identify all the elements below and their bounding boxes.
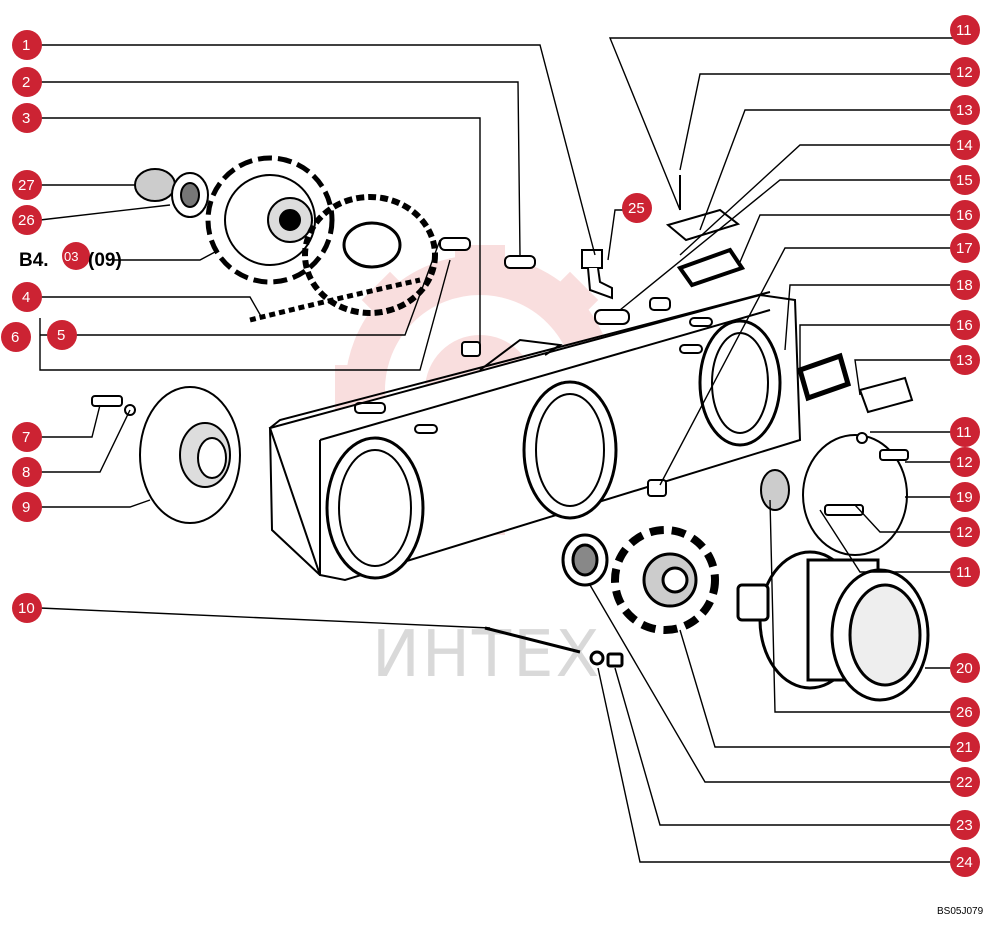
callout-20: 20	[950, 653, 980, 683]
callout-11: 11	[950, 15, 980, 45]
callouts-inner: 25	[622, 193, 652, 223]
svg-text:5: 5	[57, 327, 65, 344]
callout-2: 2	[12, 67, 42, 97]
heading-badge: 03	[64, 249, 78, 264]
callout-25: 25	[622, 193, 652, 223]
callout-1: 1	[12, 30, 42, 60]
callout-12: 12	[950, 57, 980, 87]
svg-text:11: 11	[956, 22, 972, 39]
output-sprocket	[611, 526, 719, 634]
heading-suffix: (09)	[88, 250, 122, 271]
drive-sprocket	[205, 155, 335, 285]
svg-text:12: 12	[956, 454, 973, 471]
svg-text:12: 12	[956, 524, 973, 541]
svg-text:11: 11	[956, 564, 972, 581]
svg-text:16: 16	[956, 207, 973, 224]
callout-3: 3	[12, 103, 42, 133]
svg-text:20: 20	[956, 660, 973, 677]
svg-text:26: 26	[18, 212, 35, 229]
svg-text:19: 19	[956, 489, 973, 506]
svg-text:24: 24	[956, 854, 973, 871]
svg-text:27: 27	[18, 177, 35, 194]
svg-text:2: 2	[22, 74, 30, 91]
svg-text:26: 26	[956, 704, 973, 721]
svg-text:1: 1	[22, 37, 30, 54]
callout-23: 23	[950, 810, 980, 840]
callout-14: 14	[950, 130, 980, 160]
callout-11b: 11	[950, 417, 980, 447]
callout-18: 18	[950, 270, 980, 300]
sprocket-bearing	[134, 168, 209, 218]
tie-rod	[484, 626, 624, 668]
hydraulic-motor	[736, 550, 930, 702]
seal-ring	[760, 432, 909, 556]
callout-8: 8	[12, 457, 42, 487]
svg-text:4: 4	[22, 289, 30, 306]
callout-10: 10	[12, 593, 42, 623]
svg-text:16: 16	[956, 317, 973, 334]
svg-text:21: 21	[956, 739, 973, 756]
callout-4: 4	[12, 282, 42, 312]
callouts-right: 11 12 13 14 15 16 17 18 16 13 11 12 19 1…	[950, 15, 980, 877]
svg-text:13: 13	[956, 102, 973, 119]
callouts-left: 1 2 3 27 26 4 6 5 7 8 9 10	[1, 30, 77, 623]
callout-15: 15	[950, 165, 980, 195]
svg-text:22: 22	[956, 774, 973, 791]
cover-plates	[665, 175, 914, 414]
callout-13: 13	[950, 95, 980, 125]
callout-26b: 26	[950, 697, 980, 727]
callout-26: 26	[12, 205, 42, 235]
svg-text:12: 12	[956, 64, 973, 81]
callout-9: 9	[12, 492, 42, 522]
callout-17: 17	[950, 233, 980, 263]
callout-11c: 11	[950, 557, 980, 587]
main-housing	[268, 291, 802, 582]
callout-19: 19	[950, 482, 980, 512]
callout-12c: 12	[950, 517, 980, 547]
svg-text:7: 7	[22, 429, 30, 446]
callout-5: 5	[47, 320, 77, 350]
callout-24: 24	[950, 847, 980, 877]
callout-12b: 12	[950, 447, 980, 477]
callout-13b: 13	[950, 345, 980, 375]
figure-code: BS05J079	[937, 906, 984, 917]
elbow-fitting	[581, 249, 671, 325]
svg-text:9: 9	[22, 499, 30, 516]
callout-16: 16	[950, 200, 980, 230]
flange-cover	[91, 386, 241, 524]
center-bearing	[561, 533, 609, 587]
svg-text:25: 25	[628, 200, 645, 217]
svg-text:14: 14	[956, 137, 973, 154]
chain-links	[439, 237, 536, 269]
plugs	[461, 341, 667, 497]
svg-text:3: 3	[22, 110, 30, 127]
callout-16b: 16	[950, 310, 980, 340]
callout-7: 7	[12, 422, 42, 452]
heading-badge-circle	[62, 242, 90, 270]
svg-text:18: 18	[956, 277, 973, 294]
callout-21: 21	[950, 732, 980, 762]
svg-text:8: 8	[22, 464, 30, 481]
svg-text:10: 10	[18, 600, 35, 617]
callout-22: 22	[950, 767, 980, 797]
svg-text:17: 17	[956, 240, 973, 257]
svg-text:6: 6	[11, 329, 19, 346]
svg-text:13: 13	[956, 352, 973, 369]
leader-lines	[39, 37, 965, 863]
svg-text:23: 23	[956, 817, 973, 834]
watermark-text: ИНТЕХ	[372, 618, 601, 692]
svg-text:11: 11	[956, 424, 972, 441]
svg-text:15: 15	[956, 172, 973, 189]
callout-27: 27	[12, 170, 42, 200]
section-heading: B4.	[19, 250, 49, 271]
callout-6: 6	[1, 322, 31, 352]
